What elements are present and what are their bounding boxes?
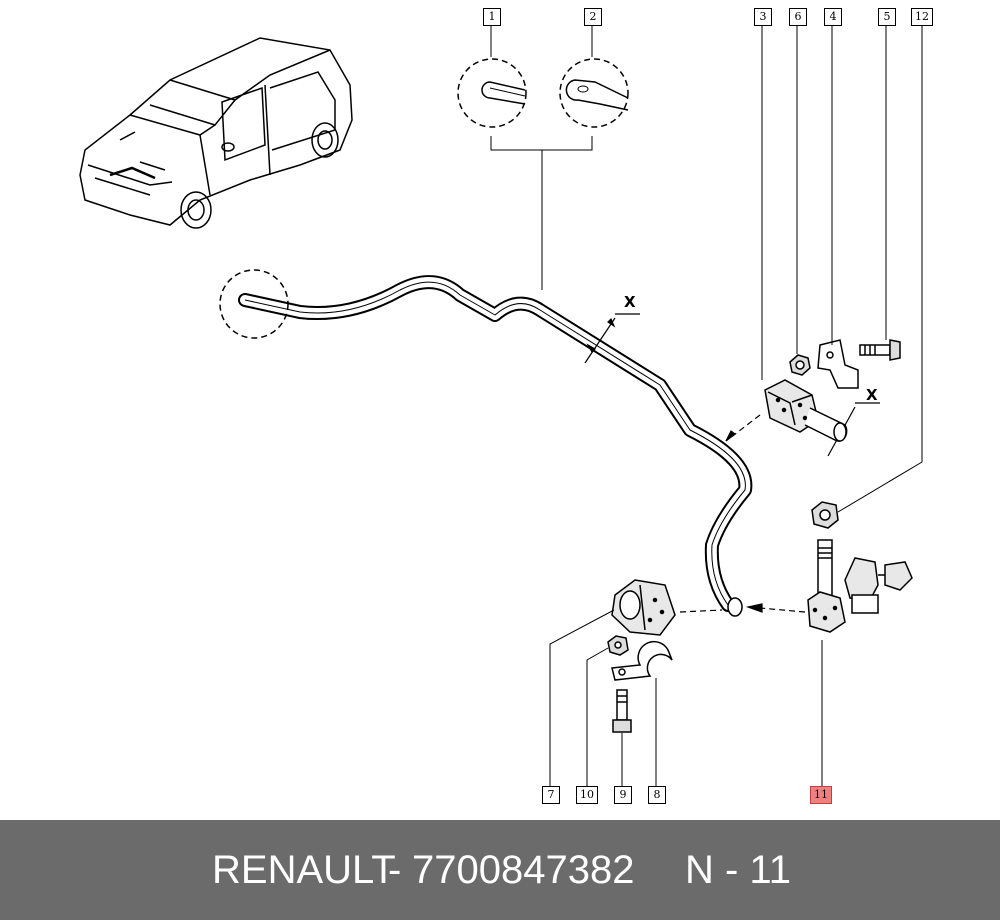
stabilizer-bar bbox=[238, 275, 753, 617]
assembly-arrows bbox=[679, 414, 806, 613]
bush-7 bbox=[549, 579, 676, 786]
callout-9[interactable]: 9 bbox=[614, 786, 632, 804]
callout-2[interactable]: 2 bbox=[584, 8, 602, 26]
detail-circle-2 bbox=[559, 24, 629, 128]
callout-1[interactable]: 1 bbox=[483, 8, 501, 26]
detail-bracket bbox=[490, 136, 593, 290]
footer-bar: RENAULT - 7700847382 N - 11 bbox=[0, 820, 1000, 920]
clamp-4 bbox=[817, 24, 859, 389]
footer-reference: N - 11 bbox=[685, 848, 791, 892]
nut-12 bbox=[811, 24, 923, 529]
callout-4[interactable]: 4 bbox=[824, 8, 842, 26]
callout-5[interactable]: 5 bbox=[878, 8, 896, 26]
dimension-x-bar bbox=[584, 313, 640, 364]
callout-12[interactable]: 12 bbox=[911, 8, 933, 26]
link-rod-11 bbox=[807, 539, 913, 786]
exploded-parts-diagram bbox=[79, 24, 923, 786]
clamp-8 bbox=[611, 640, 673, 786]
dimension-label-x-bar: X bbox=[624, 293, 636, 311]
footer-part-number: 7700847382 bbox=[412, 848, 635, 892]
callout-7[interactable]: 7 bbox=[542, 786, 560, 804]
bush-3 bbox=[761, 24, 848, 442]
nut-6 bbox=[789, 24, 811, 376]
bar-end-detail-circle bbox=[219, 269, 289, 339]
bolt-9 bbox=[612, 689, 632, 786]
callout-3[interactable]: 3 bbox=[754, 8, 772, 26]
callout-8[interactable]: 8 bbox=[648, 786, 666, 804]
car-illustration bbox=[79, 37, 353, 229]
bolt-5 bbox=[859, 24, 901, 361]
footer-separator: - bbox=[388, 848, 402, 892]
callout-6[interactable]: 6 bbox=[789, 8, 807, 26]
footer-brand: RENAULT bbox=[212, 848, 396, 892]
callout-10[interactable]: 10 bbox=[576, 786, 598, 804]
dimension-label-x-bush: X bbox=[866, 386, 878, 404]
callout-11[interactable]: 11 bbox=[810, 786, 832, 804]
nut-10 bbox=[586, 635, 629, 786]
detail-circle-1 bbox=[457, 24, 527, 128]
